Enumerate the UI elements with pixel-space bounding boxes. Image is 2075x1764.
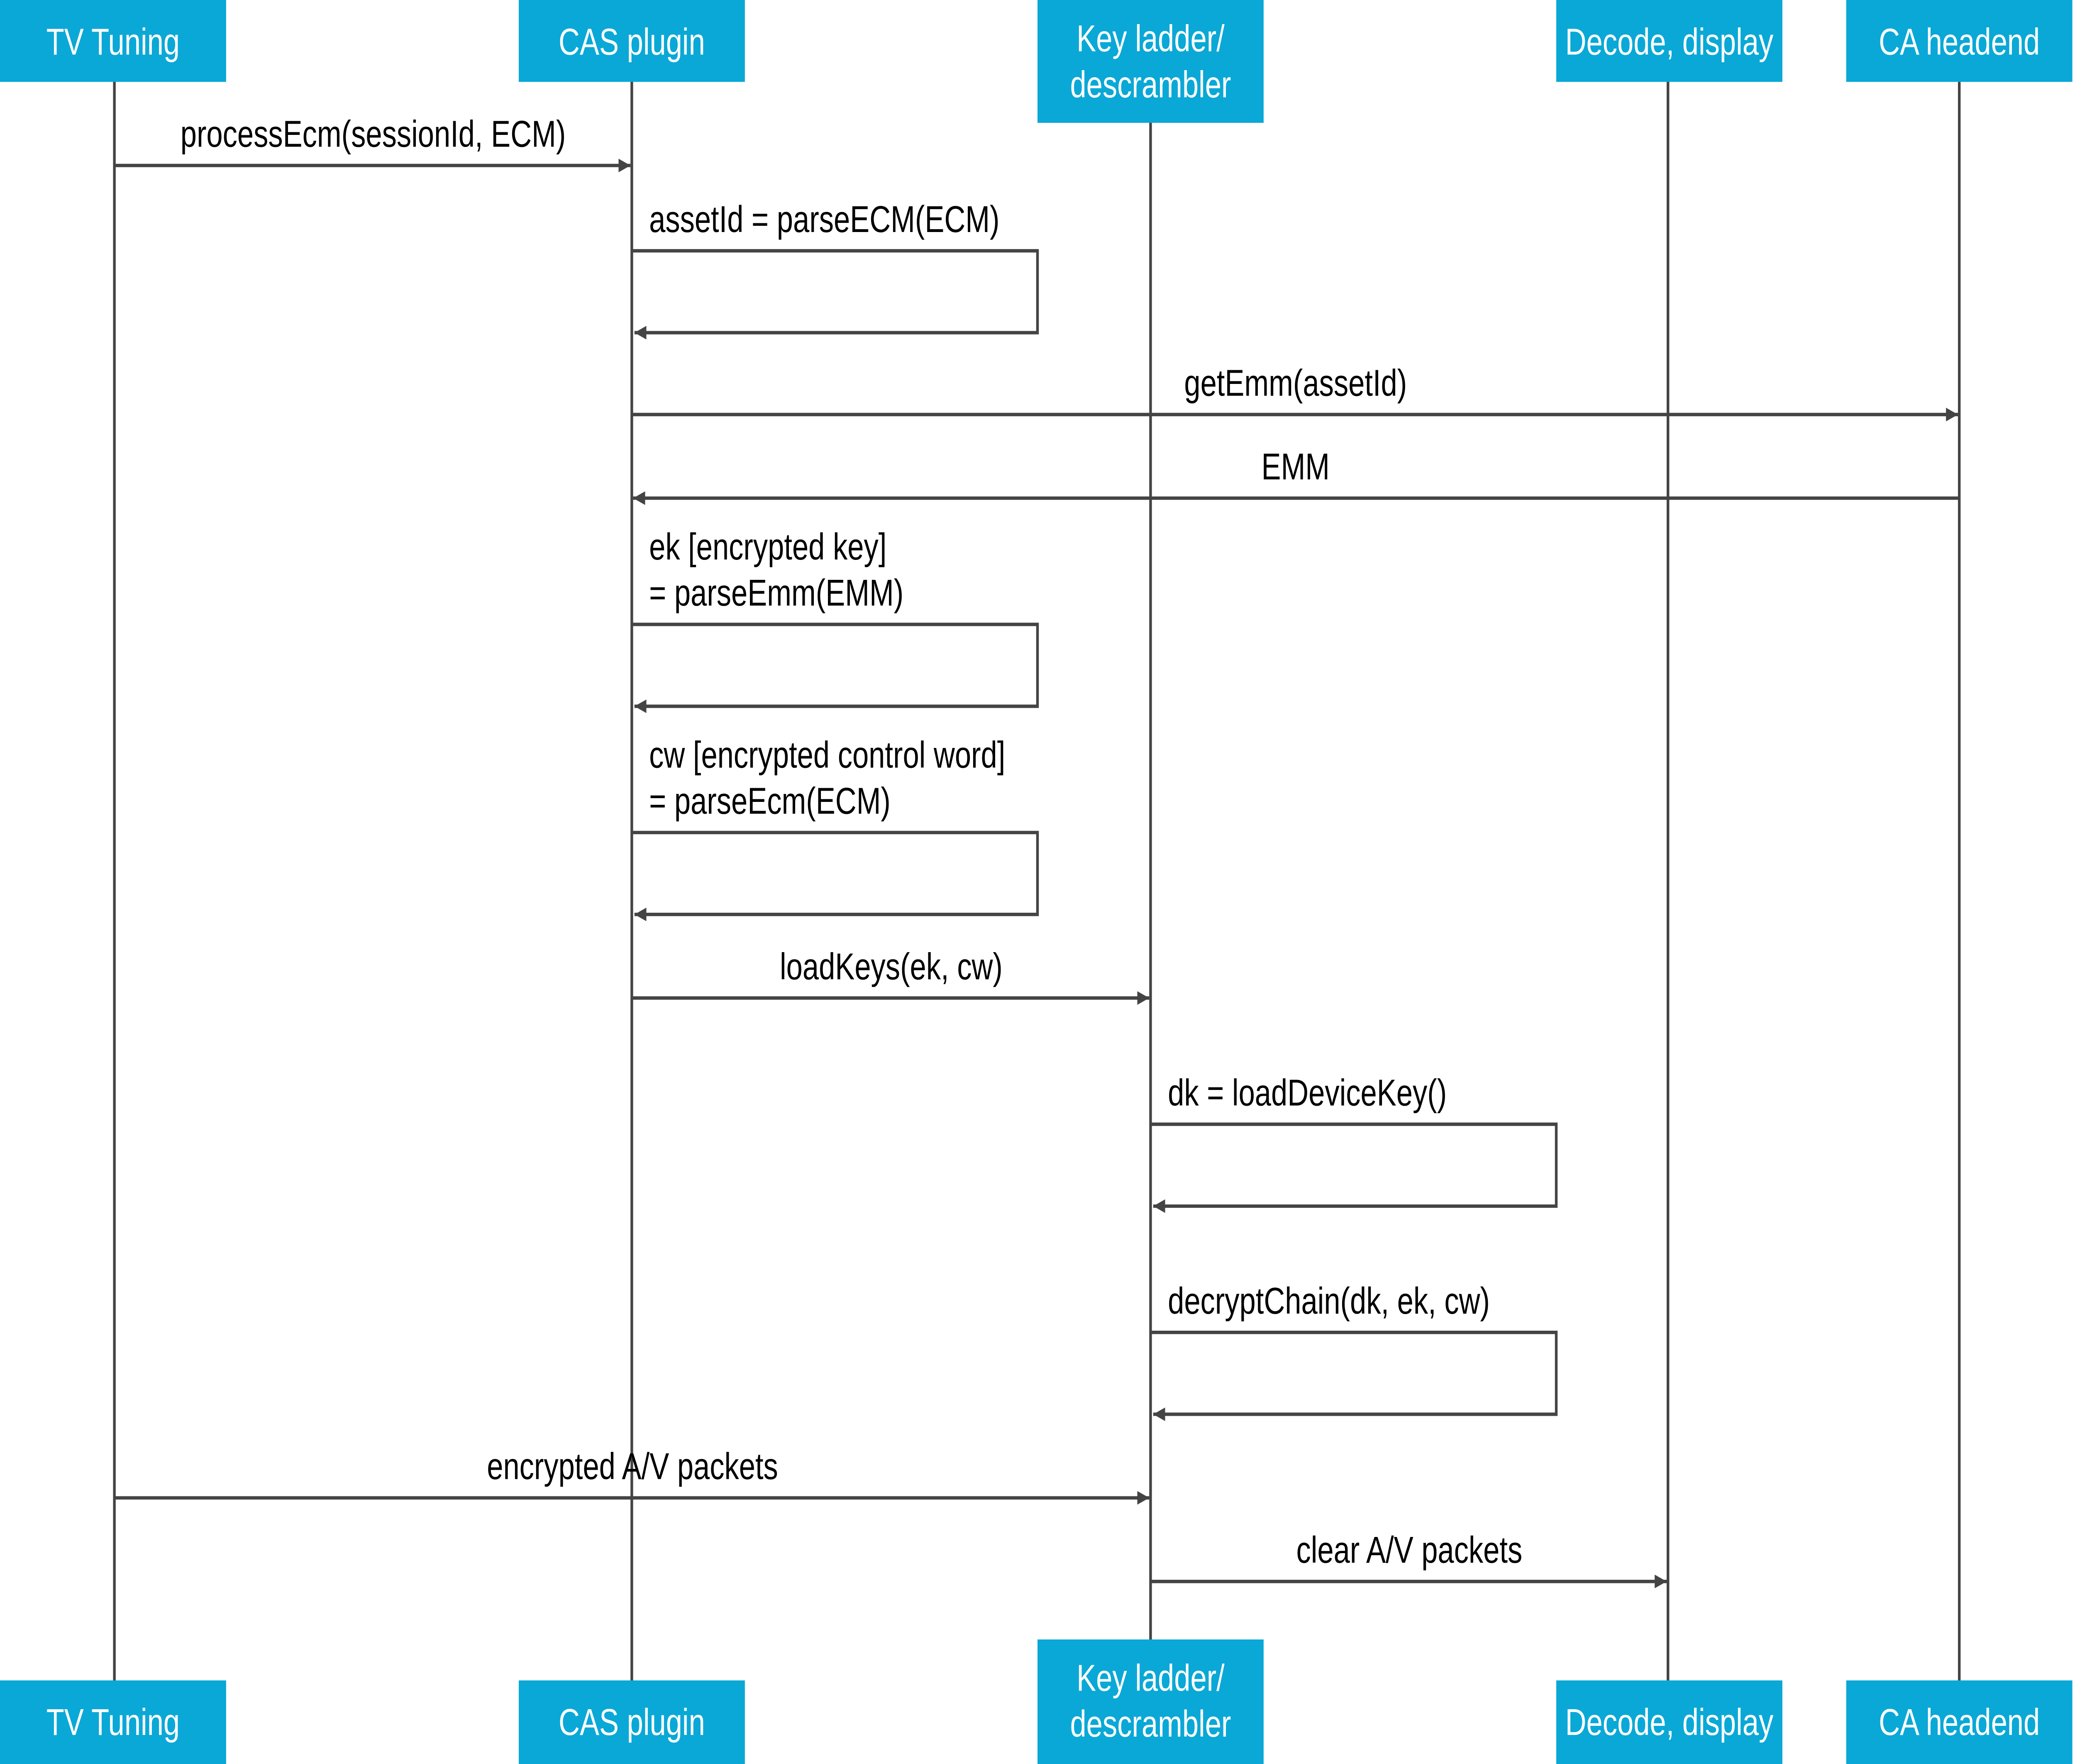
participant-label: Key ladder/ <box>1077 18 1225 59</box>
participant-decode-display-bottom: Decode, display <box>1556 1680 1782 1764</box>
message-label: clear A/V packets <box>1296 1529 1522 1571</box>
participant-box <box>1846 0 2073 82</box>
participant-ca-headend-top: CA headend <box>1846 0 2073 82</box>
message-label: processEcm(sessionId, ECM) <box>181 113 566 155</box>
lifelines <box>113 68 1961 1706</box>
message-label: assetId = parseECM(ECM) <box>649 199 999 240</box>
message-label: decryptChain(dk, ek, cw) <box>1168 1280 1490 1322</box>
participant-label: descrambler <box>1070 64 1231 105</box>
participant-key-ladder-bottom: Key ladder/descrambler <box>1038 1639 1264 1764</box>
participant-decode-display-top: Decode, display <box>1556 0 1782 82</box>
participant-cas-plugin-top: CAS plugin <box>519 0 745 82</box>
message-label: cw [encrypted control word] <box>649 734 1005 776</box>
participant-ca-headend-bottom: CA headend <box>1846 1680 2073 1764</box>
participant-box <box>0 0 226 82</box>
participant-box <box>1556 0 1782 82</box>
message-4: ek [encrypted key]= parseEmm(EMM) <box>632 526 1039 713</box>
message-3: EMM <box>633 446 1960 505</box>
participant-key-ladder-top: Key ladder/descrambler <box>1038 0 1264 123</box>
participant-box <box>1038 0 1264 123</box>
participant-box <box>1038 1639 1264 1764</box>
message-label: EMM <box>1262 446 1330 488</box>
participant-tv-tuning-top: TV Tuning <box>0 0 226 82</box>
participant-label: CAS plugin <box>559 21 705 63</box>
participant-label: descrambler <box>1070 1703 1231 1745</box>
participant-label: CA headend <box>1879 21 2040 63</box>
self-message-arrow <box>632 249 1039 340</box>
message-2: getEmm(assetId) <box>632 362 1958 422</box>
self-message-arrow <box>632 623 1039 713</box>
message-10: clear A/V packets <box>1150 1529 1667 1588</box>
message-label: = parseEcm(ECM) <box>649 780 891 822</box>
participant-box <box>1846 1680 2073 1764</box>
participant-cas-plugin-bottom: CAS plugin <box>519 1680 745 1764</box>
participant-label: TV Tuning <box>46 21 180 63</box>
message-label: getEmm(assetId) <box>1184 362 1407 404</box>
self-message-arrow <box>1150 1330 1558 1421</box>
participant-box <box>519 1680 745 1764</box>
participant-label: Key ladder/ <box>1077 1657 1225 1699</box>
message-6: loadKeys(ek, cw) <box>632 946 1150 1005</box>
participant-box <box>1556 1680 1782 1764</box>
participant-tv-tuning-bottom: TV Tuning <box>0 1680 226 1764</box>
message-1: assetId = parseECM(ECM) <box>632 199 1039 340</box>
message-label: dk = loadDeviceKey() <box>1168 1072 1447 1114</box>
participant-label: Decode, display <box>1565 1702 1774 1743</box>
participant-label: Decode, display <box>1565 21 1774 63</box>
message-7: dk = loadDeviceKey() <box>1150 1072 1558 1213</box>
participant-label: CA headend <box>1879 1702 2040 1743</box>
message-5: cw [encrypted control word]= parseEcm(EC… <box>632 734 1039 921</box>
messages: processEcm(sessionId, ECM) assetId = pars… <box>114 113 1960 1588</box>
message-9: encrypted A/V packets <box>114 1446 1150 1505</box>
self-message-arrow <box>632 831 1039 921</box>
participant-box <box>0 1680 226 1764</box>
participant-box <box>519 0 745 82</box>
participant-label: CAS plugin <box>559 1702 705 1743</box>
message-0: processEcm(sessionId, ECM) <box>114 113 631 173</box>
message-label: ek [encrypted key] <box>649 526 886 568</box>
message-label: loadKeys(ek, cw) <box>780 946 1003 987</box>
self-message-arrow <box>1150 1122 1558 1213</box>
message-8: decryptChain(dk, ek, cw) <box>1150 1280 1558 1421</box>
message-label: encrypted A/V packets <box>487 1446 778 1487</box>
message-label: = parseEmm(EMM) <box>649 572 903 614</box>
participant-label: TV Tuning <box>46 1702 180 1743</box>
